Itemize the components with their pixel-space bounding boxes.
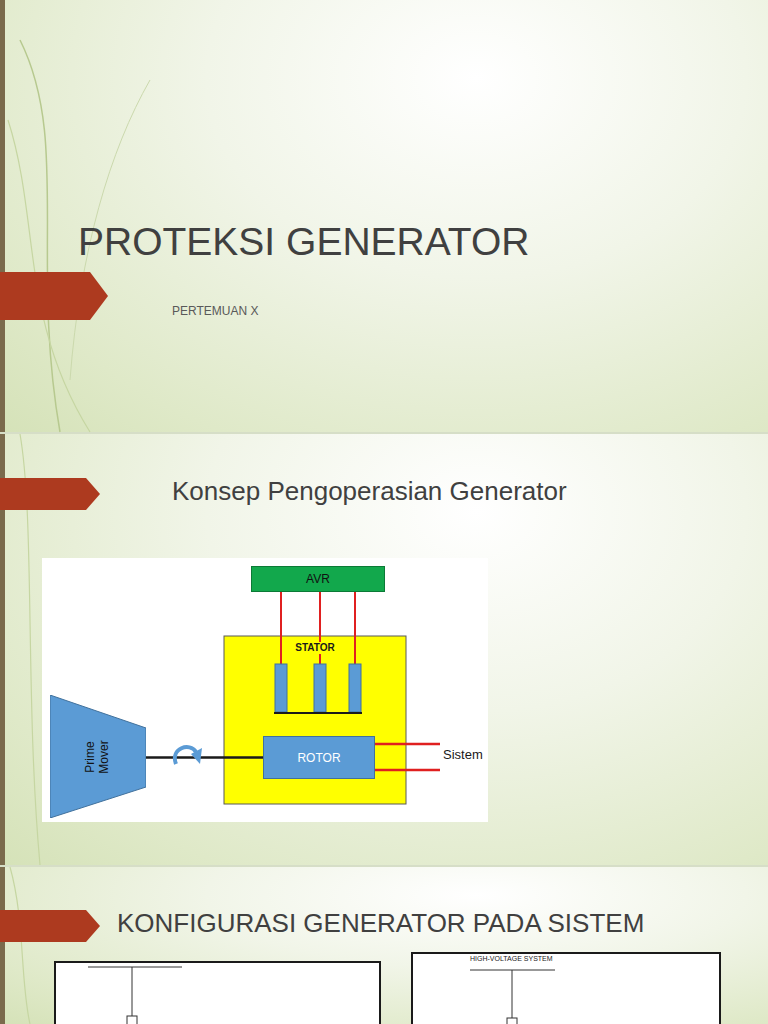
slide-tag bbox=[0, 272, 108, 320]
edge-strip bbox=[0, 0, 5, 432]
node-label: AVR bbox=[306, 572, 330, 586]
bus-label: HIGH-VOLTAGE SYSTEM bbox=[470, 955, 553, 963]
slide-background bbox=[0, 0, 768, 432]
feeder-line bbox=[132, 967, 133, 1016]
excitation-wire bbox=[281, 592, 355, 636]
slide-tag bbox=[0, 910, 100, 942]
generator-box: STATOR ROTOR bbox=[224, 636, 406, 804]
stator-coil bbox=[314, 664, 326, 712]
slide-tag bbox=[0, 478, 100, 510]
config-panel bbox=[55, 962, 380, 1024]
output-label: Sistem bbox=[443, 748, 483, 763]
star-point bbox=[274, 712, 362, 714]
generator-housing bbox=[224, 636, 406, 804]
drive-shaft bbox=[146, 756, 263, 759]
rotor-box: ROTOR bbox=[263, 736, 375, 779]
prime-mover: Prime Mover bbox=[50, 695, 146, 818]
slide-title: PROTEKSI GENERATOR bbox=[78, 220, 529, 265]
turbine-trapezoid bbox=[50, 695, 146, 818]
node-label: Prime Mover bbox=[84, 734, 112, 780]
decor-curve bbox=[20, 40, 60, 432]
slide-separator bbox=[0, 865, 768, 867]
node-label: STATOR bbox=[292, 642, 337, 654]
node-label: ROTOR bbox=[297, 751, 340, 765]
feeder-line bbox=[512, 970, 513, 1018]
rotation-arrowhead bbox=[191, 748, 202, 764]
stator-coil bbox=[349, 664, 361, 712]
excitation-wire bbox=[280, 636, 282, 664]
slide-subtitle: PERTEMUAN X bbox=[172, 305, 258, 319]
stator-coil bbox=[275, 664, 287, 712]
slide-heading: KONFIGURASI GENERATOR PADA SISTEM bbox=[117, 909, 644, 939]
regulator-box: AVR bbox=[251, 566, 385, 592]
config-panel bbox=[412, 953, 720, 1024]
breaker-symbol bbox=[507, 1018, 517, 1024]
diagram-panel bbox=[42, 558, 488, 822]
excitation-wire bbox=[354, 636, 356, 664]
output-wire bbox=[375, 743, 440, 746]
slide-heading: Konsep Pengoperasian Generator bbox=[172, 477, 567, 507]
output-wire bbox=[375, 769, 440, 772]
busbar bbox=[88, 967, 182, 968]
slide-separator bbox=[0, 432, 768, 434]
decor-curve bbox=[10, 867, 30, 1024]
breaker-symbol bbox=[127, 1016, 137, 1024]
edge-strip bbox=[0, 867, 5, 1024]
